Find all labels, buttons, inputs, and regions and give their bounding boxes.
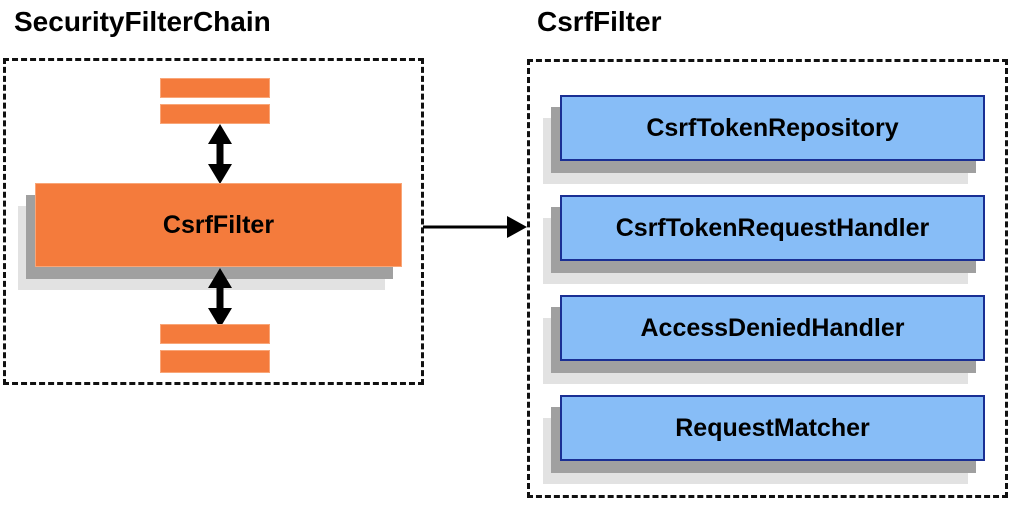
filter-bar-top-2 [160, 104, 270, 124]
page-title-csrf-filter: CsrfFilter [537, 6, 662, 37]
node-label-access-denied-handler: AccessDeniedHandler [640, 313, 905, 342]
node-label-csrf-token-repository: CsrfTokenRepository [646, 113, 899, 142]
node-label-request-matcher: RequestMatcher [675, 413, 870, 442]
node-face: CsrfTokenRequestHandler [560, 195, 985, 261]
node-label-csrf-filter: CsrfFilter [162, 210, 275, 239]
node-csrf-token-request-handler[interactable]: CsrfTokenRequestHandler [543, 195, 985, 284]
node-request-matcher[interactable]: RequestMatcher [543, 395, 985, 484]
filter-bar-bottom-2 [160, 350, 270, 373]
node-csrf-token-repository[interactable]: CsrfTokenRepository [543, 95, 985, 184]
csrf-filter-container [527, 59, 1008, 498]
filter-bar-top-1 [160, 78, 270, 98]
filter-bar-bottom-1 [160, 324, 270, 344]
panel-link-right-arrow [423, 216, 527, 238]
node-csrf-filter[interactable]: CsrfFilter [18, 183, 402, 290]
node-face: CsrfFilter [35, 183, 402, 267]
double-headed-vertical-arrow-bottom [208, 268, 232, 328]
page-title-security-filter-chain: SecurityFilterChain [14, 6, 271, 37]
node-face: CsrfTokenRepository [560, 95, 985, 161]
node-face: RequestMatcher [560, 395, 985, 461]
node-access-denied-handler[interactable]: AccessDeniedHandler [543, 295, 985, 384]
node-label-csrf-token-request-handler: CsrfTokenRequestHandler [615, 213, 930, 242]
double-headed-vertical-arrow-top [208, 124, 232, 184]
node-face: AccessDeniedHandler [560, 295, 985, 361]
security-filter-chain-container [3, 58, 424, 385]
